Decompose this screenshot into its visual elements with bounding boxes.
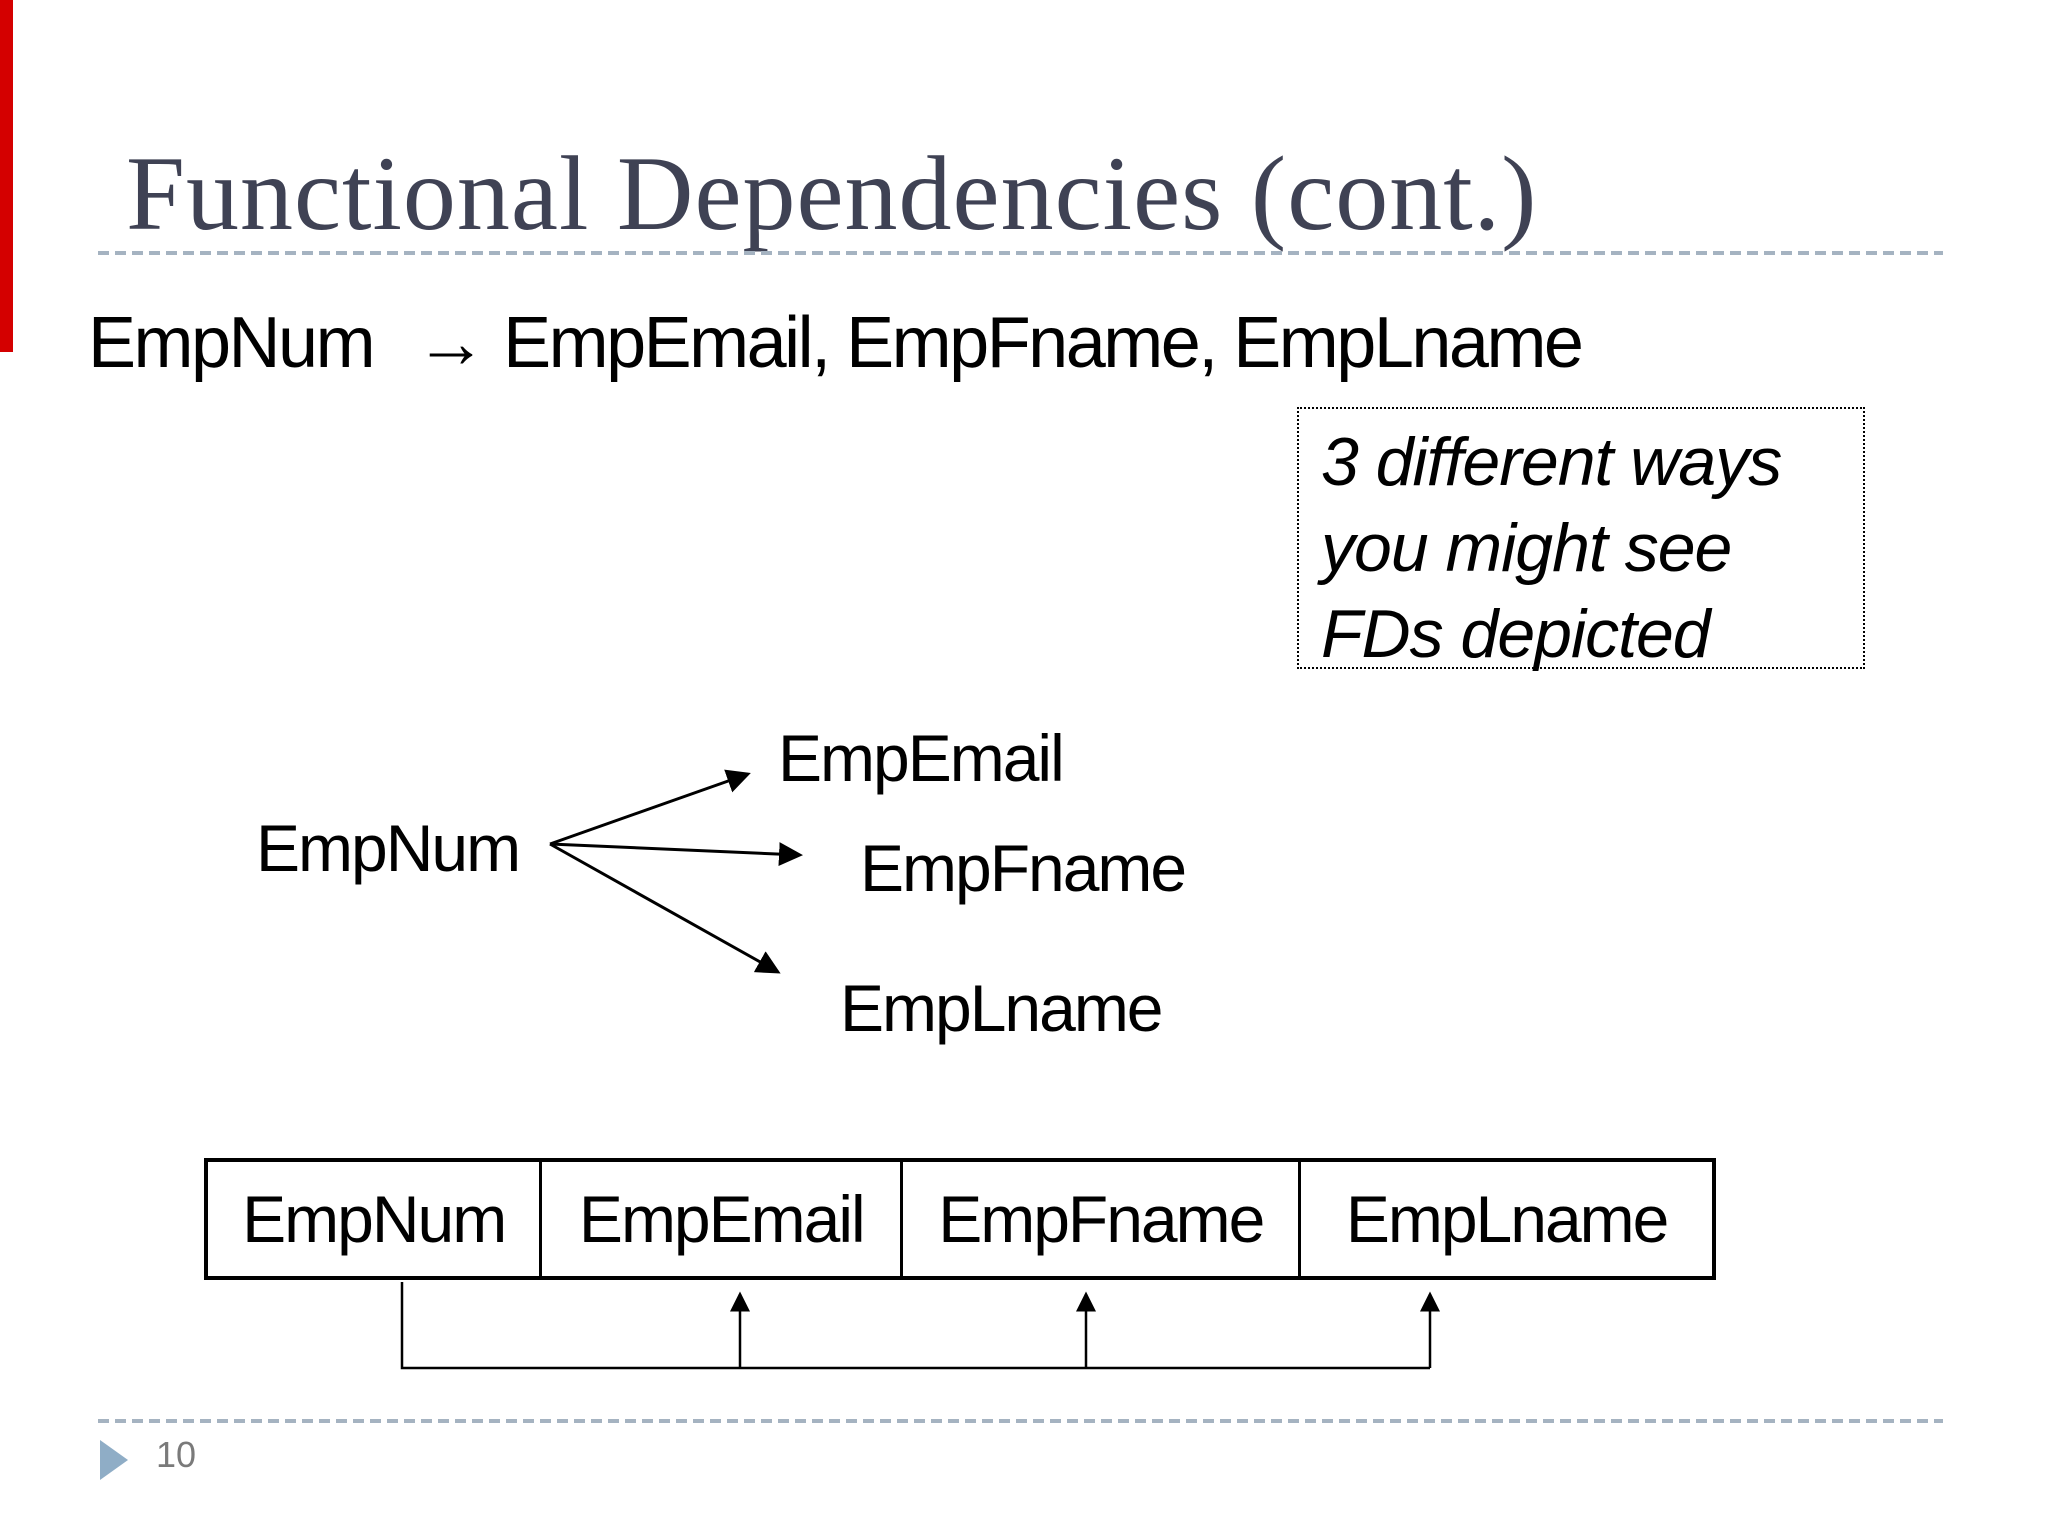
table-cell: EmpNum — [242, 1182, 507, 1256]
relation-table: EmpNum EmpEmail EmpFname EmpLname — [204, 1158, 1716, 1280]
title-divider — [98, 251, 1943, 255]
diagram-dependent-label: EmpFname — [860, 831, 1187, 905]
fd-rhs: EmpEmail, EmpFname, EmpLname — [503, 303, 1584, 383]
page-number: 10 — [156, 1434, 197, 1475]
fd-statement: EmpNum →EmpEmail, EmpFname, EmpLname — [88, 302, 1584, 384]
red-accent-bar — [0, 0, 13, 352]
footer-divider — [98, 1419, 1943, 1423]
diagram-dependent-label: EmpLname — [840, 971, 1164, 1045]
diagram-determinant-label: EmpNum — [256, 811, 521, 885]
footer-triangle-icon — [100, 1440, 128, 1480]
fd-lhs: EmpNum — [88, 303, 376, 383]
table-cell: EmpFname — [900, 1162, 1298, 1276]
right-arrow-glyph: → — [415, 303, 488, 383]
note-box: 3 different ways you might see FDs depic… — [1297, 407, 1865, 672]
table-cell: EmpLname — [1298, 1162, 1712, 1276]
diagram-dependent-label: EmpEmail — [778, 721, 1065, 795]
table-cell: EmpEmail — [539, 1162, 900, 1276]
slide-title: Functional Dependencies (cont.) — [126, 135, 1538, 252]
